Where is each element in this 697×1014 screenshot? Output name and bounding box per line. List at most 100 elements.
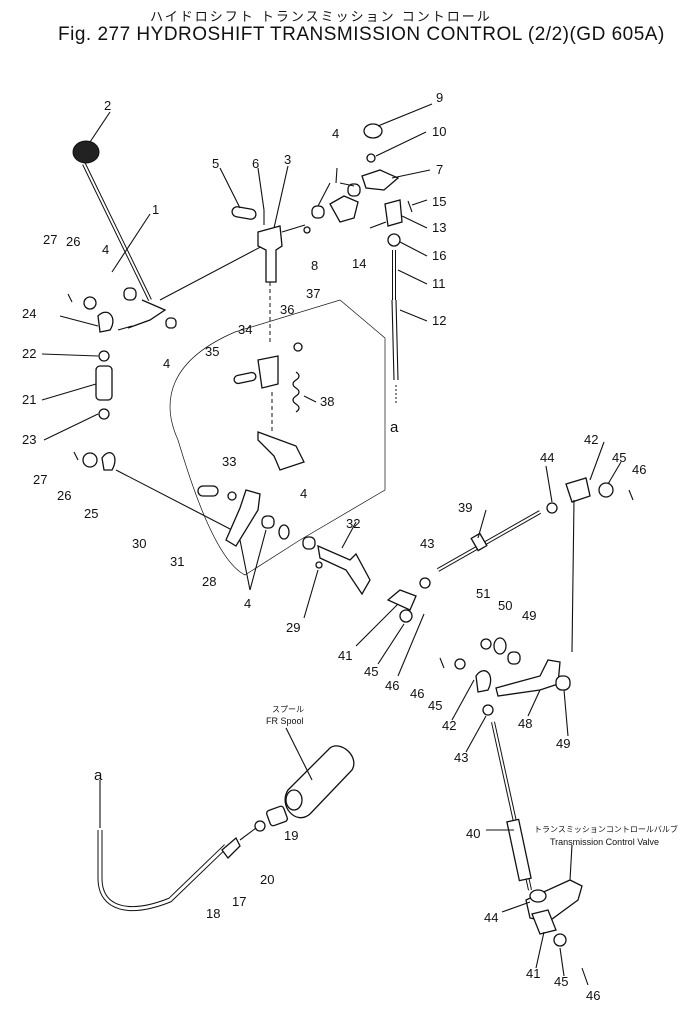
marker-a-top: a <box>390 419 399 436</box>
knob-2 <box>72 140 100 164</box>
callout-labels: 2 1 27 26 4 24 4 22 21 23 27 26 25 5 6 3… <box>22 90 646 1003</box>
callout-12: 12 <box>432 313 446 328</box>
callout-13: 13 <box>432 220 446 235</box>
callout-38: 38 <box>320 394 334 409</box>
figure-title: Fig. 277 HYDROSHIFT TRANSMISSION CONTROL… <box>58 24 665 45</box>
tcv-caption-jp: トランスミッションコントロールバルブ <box>534 824 678 834</box>
callout-37: 37 <box>306 286 320 301</box>
callout-6: 6 <box>252 156 259 171</box>
coupler-19 <box>266 805 288 827</box>
callout-9: 9 <box>436 90 443 105</box>
callout-36: 36 <box>280 302 294 317</box>
callout-45d: 45 <box>554 974 568 989</box>
callout-41b: 41 <box>526 966 540 981</box>
rod-end-left <box>67 293 116 471</box>
callout-45c: 45 <box>428 698 442 713</box>
callout-21: 21 <box>22 392 36 407</box>
callout-35: 35 <box>205 344 219 359</box>
yoke <box>329 195 359 223</box>
callout-19: 19 <box>284 828 298 843</box>
control-cable <box>97 780 257 912</box>
callout-50: 50 <box>498 598 512 613</box>
tcv-caption: Transmission Control Valve <box>550 837 659 847</box>
callout-17: 17 <box>232 894 246 909</box>
lever-48-group <box>439 637 571 697</box>
lever-28-group <box>197 485 323 569</box>
callout-22: 22 <box>22 346 36 361</box>
callout-20: 20 <box>260 872 274 887</box>
callout-42b: 42 <box>442 718 456 733</box>
callout-34: 34 <box>238 322 252 337</box>
cable-12 <box>395 299 399 381</box>
callout-44b: 44 <box>484 910 498 925</box>
callout-28: 28 <box>202 574 216 589</box>
fr-spool-caption-jp: スプール <box>272 705 304 714</box>
callout-4: 4 <box>102 242 109 257</box>
marker-a-bottom: a <box>94 767 103 784</box>
callout-42: 42 <box>584 432 598 447</box>
callout-39: 39 <box>458 500 472 515</box>
callout-4b: 4 <box>163 356 170 371</box>
lever-48 <box>495 659 561 697</box>
callout-46d: 46 <box>586 988 600 1003</box>
callout-27b: 27 <box>33 472 47 487</box>
callout-15: 15 <box>432 194 446 209</box>
callout-43b: 43 <box>454 750 468 765</box>
figure-title-japanese: ハイドロシフト トランスミッション コントロール <box>150 10 492 25</box>
rod-end-42 <box>565 477 591 503</box>
callout-45b: 45 <box>364 664 378 679</box>
spring-38 <box>292 371 300 413</box>
callout-4d: 4 <box>300 486 307 501</box>
lever-arm <box>127 299 167 329</box>
callout-2: 2 <box>104 98 111 113</box>
plate-34 <box>257 355 279 389</box>
turnbuckle-21 <box>95 365 113 401</box>
callout-26b: 26 <box>57 488 71 503</box>
nut-16 <box>387 233 401 247</box>
block-13 <box>384 199 403 227</box>
callout-45: 45 <box>612 450 626 465</box>
callout-49: 49 <box>522 608 536 623</box>
callout-29: 29 <box>286 620 300 635</box>
block-33 <box>257 431 305 471</box>
callout-24: 24 <box>22 306 36 321</box>
callout-51: 51 <box>476 586 490 601</box>
bracket-3 <box>257 225 283 283</box>
callout-10: 10 <box>432 124 446 139</box>
callout-40: 40 <box>466 826 480 841</box>
fr-spool-caption: FR Spool <box>266 716 304 726</box>
callout-8: 8 <box>311 258 318 273</box>
bushing-4b <box>165 317 177 329</box>
fr-spool-group <box>254 745 355 832</box>
callout-11: 11 <box>432 276 446 291</box>
captions: スプール FR Spool トランスミッションコントロールバルブ Transmi… <box>266 705 678 847</box>
callout-27: 27 <box>43 232 57 247</box>
callout-44: 44 <box>540 450 554 465</box>
bracket-assembly <box>231 206 311 345</box>
bushing-4a <box>123 287 137 301</box>
callout-41: 41 <box>338 648 352 663</box>
callout-46b: 46 <box>385 678 399 693</box>
shaft-32 <box>317 544 371 596</box>
callout-16: 16 <box>432 248 446 263</box>
callout-25: 25 <box>84 506 98 521</box>
rod-39 <box>437 477 634 653</box>
callout-33: 33 <box>222 454 236 469</box>
bolt-9 <box>363 123 383 139</box>
callout-5: 5 <box>212 156 219 171</box>
leader-lines <box>41 103 622 977</box>
clevis-group-top <box>311 123 413 405</box>
callout-26: 26 <box>66 234 80 249</box>
callout-30: 30 <box>132 536 146 551</box>
callout-18: 18 <box>206 906 220 921</box>
rod-40 <box>482 704 589 986</box>
callout-4c: 4 <box>332 126 339 141</box>
callout-1: 1 <box>152 202 159 217</box>
callout-3: 3 <box>284 152 291 167</box>
callout-49b: 49 <box>556 736 570 751</box>
callout-23: 23 <box>22 432 36 447</box>
callout-7: 7 <box>436 162 443 177</box>
shaft-32-group <box>317 544 431 623</box>
lever-28 <box>225 489 261 547</box>
